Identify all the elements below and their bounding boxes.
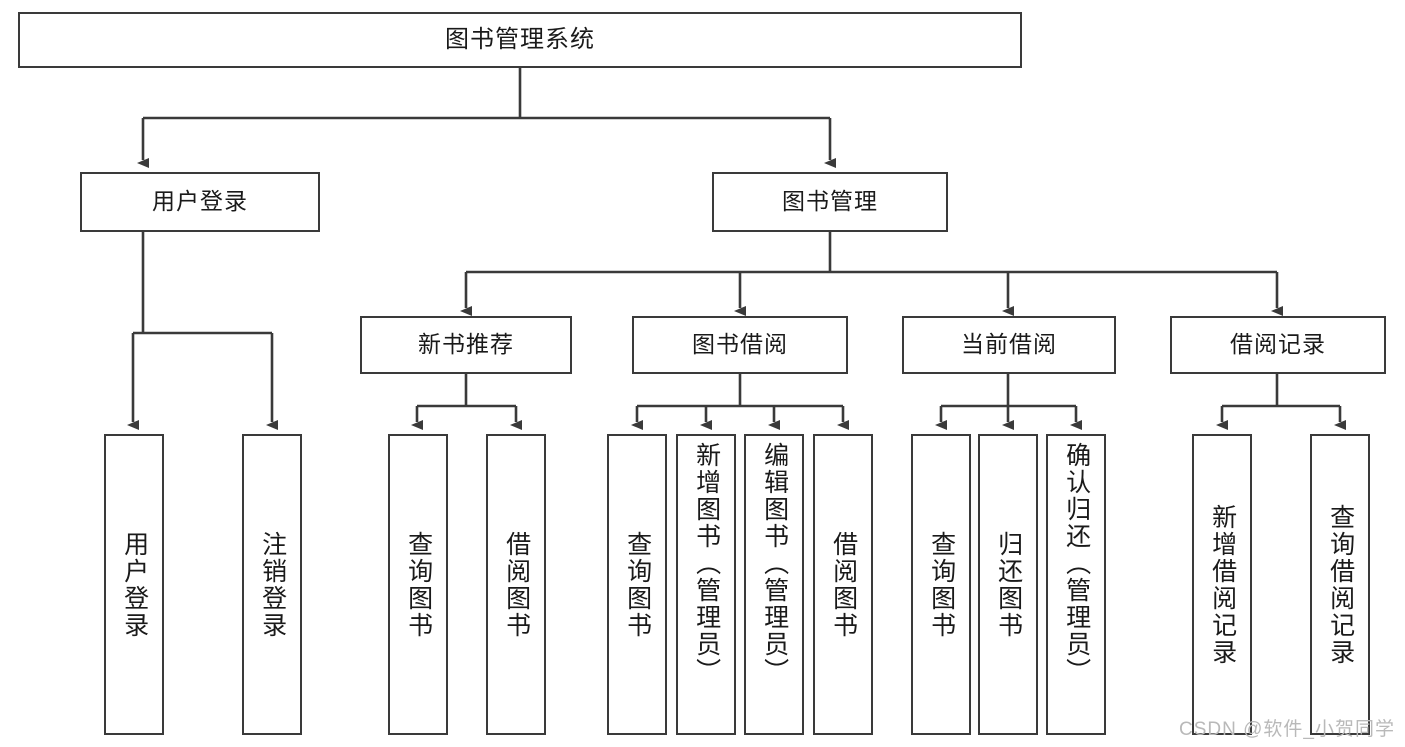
csdn-watermark: CSDN @软件_小贺同学 <box>1179 719 1395 740</box>
node-user-login[interactable]: 用户登录 <box>80 172 320 232</box>
node-leaf-query-book-current[interactable]: 查询图书 <box>911 434 971 735</box>
node-label: 确认归还（管理员） <box>1062 442 1091 685</box>
node-label: 新增借阅记录 <box>1208 503 1237 666</box>
node-label: 当前借阅 <box>961 331 1057 358</box>
node-label: 查询图书 <box>404 530 433 639</box>
node-label: 借阅记录 <box>1230 331 1326 358</box>
node-label: 借阅图书 <box>829 530 858 639</box>
node-root-book-management-system[interactable]: 图书管理系统 <box>18 12 1022 68</box>
node-label: 图书借阅 <box>692 331 788 358</box>
node-leaf-edit-book[interactable]: 编辑图书（管理员） <box>744 434 804 735</box>
node-label: 新增图书（管理员） <box>692 442 721 685</box>
node-label: 用户登录 <box>152 188 248 215</box>
node-label: 图书管理 <box>782 188 878 215</box>
node-borrow-record[interactable]: 借阅记录 <box>1170 316 1386 374</box>
node-leaf-logout-login[interactable]: 注销登录 <box>242 434 302 735</box>
node-label: 图书管理系统 <box>445 25 595 53</box>
node-leaf-confirm-return[interactable]: 确认归还（管理员） <box>1046 434 1106 735</box>
node-label: 新书推荐 <box>418 331 514 358</box>
node-leaf-add-book[interactable]: 新增图书（管理员） <box>676 434 736 735</box>
node-leaf-borrow-book-recommend[interactable]: 借阅图书 <box>486 434 546 735</box>
node-book-management[interactable]: 图书管理 <box>712 172 948 232</box>
node-label: 用户登录 <box>120 530 149 639</box>
node-new-book-recommend[interactable]: 新书推荐 <box>360 316 572 374</box>
node-leaf-return-book[interactable]: 归还图书 <box>978 434 1038 735</box>
node-leaf-query-book-borrow[interactable]: 查询图书 <box>607 434 667 735</box>
node-label: 注销登录 <box>258 530 287 639</box>
node-label: 查询图书 <box>623 530 652 639</box>
node-label: 查询图书 <box>927 530 956 639</box>
node-leaf-user-login[interactable]: 用户登录 <box>104 434 164 735</box>
node-label: 编辑图书（管理员） <box>760 442 789 685</box>
node-leaf-query-borrow-record[interactable]: 查询借阅记录 <box>1310 434 1370 735</box>
node-leaf-borrow-book[interactable]: 借阅图书 <box>813 434 873 735</box>
node-book-borrow[interactable]: 图书借阅 <box>632 316 848 374</box>
node-leaf-add-borrow-record[interactable]: 新增借阅记录 <box>1192 434 1252 735</box>
node-label: 借阅图书 <box>502 530 531 639</box>
node-label: 归还图书 <box>994 530 1023 639</box>
node-current-borrow[interactable]: 当前借阅 <box>902 316 1116 374</box>
node-leaf-query-book-recommend[interactable]: 查询图书 <box>388 434 448 735</box>
node-label: 查询借阅记录 <box>1326 503 1355 666</box>
